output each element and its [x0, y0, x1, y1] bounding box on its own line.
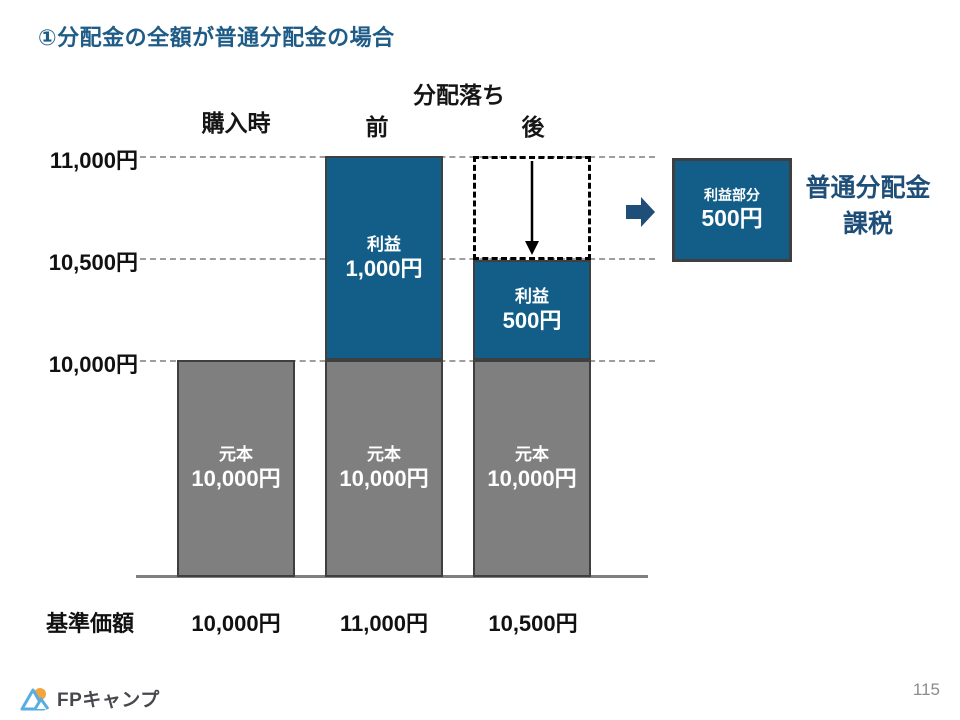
y-axis-tick-10500: 10,500円: [48, 250, 138, 275]
nav-value-before: 11,000円: [339, 611, 429, 636]
mountain-icon: [20, 688, 50, 711]
bar-after-profit: 利益 500円: [473, 260, 591, 360]
column-header-after: 後: [521, 114, 545, 140]
segment-value: 10,000円: [487, 466, 577, 492]
tax-box-value: 500円: [701, 205, 763, 232]
right-arrow-icon: [626, 197, 655, 227]
y-axis-tick-11000: 11,000円: [49, 148, 138, 173]
tax-caption-line1: 普通分配金: [805, 174, 931, 202]
segment-value: 10,000円: [339, 466, 429, 492]
page-number: 115: [912, 680, 940, 699]
fp-camp-logo: FPキャンプ: [20, 685, 160, 712]
nav-value-after: 10,500円: [488, 611, 578, 636]
segment-name: 利益: [515, 286, 549, 306]
x-axis-title: 基準価額: [45, 611, 134, 636]
segment-value: 500円: [502, 307, 562, 333]
segment-value: 1,000円: [345, 255, 423, 281]
y-axis-tick-10000: 10,000円: [48, 352, 138, 377]
segment-name: 利益: [367, 234, 401, 254]
column-header-purchase: 購入時: [201, 110, 271, 136]
bar-before-principal: 元本 10,000円: [325, 360, 443, 577]
group-header-distribution-drop: 分配落ち: [413, 82, 505, 108]
segment-value: 10,000円: [191, 466, 281, 492]
bar-purchase-principal: 元本 10,000円: [177, 360, 295, 577]
tax-caption-line2: 課税: [842, 210, 893, 239]
tax-box-label: 利益部分: [704, 186, 760, 203]
distribution-drop-dashed-box: [473, 156, 591, 260]
tax-caption: 普通分配金 課税: [790, 170, 946, 243]
column-header-before: 前: [365, 114, 389, 140]
nav-value-purchase: 10,000円: [191, 611, 281, 636]
tax-amount-box: 利益部分 500円: [672, 158, 792, 262]
down-arrow-icon: [525, 161, 539, 255]
segment-name: 元本: [515, 445, 549, 465]
page-title: ①分配金の全額が普通分配金の場合: [38, 25, 395, 50]
segment-name: 元本: [219, 445, 253, 465]
bar-before-profit: 利益 1,000円: [325, 156, 443, 360]
bar-after-principal: 元本 10,000円: [473, 360, 591, 577]
segment-name: 元本: [367, 445, 401, 465]
logo-text: FPキャンプ: [57, 690, 160, 711]
